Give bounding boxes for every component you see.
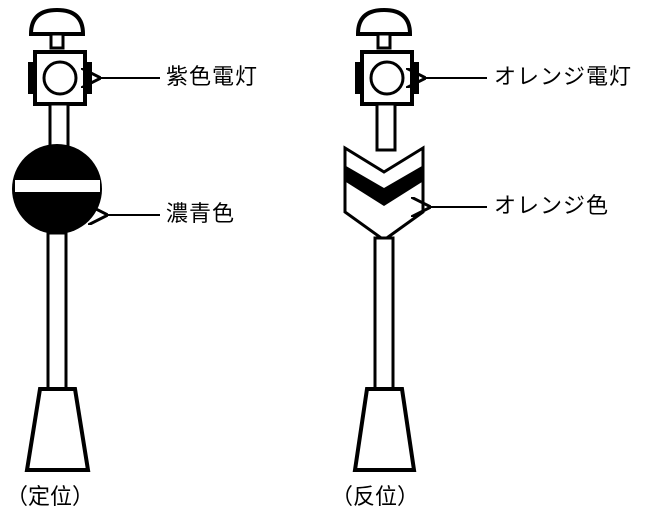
left-lamp-label: 紫色電灯	[166, 65, 259, 90]
right-dome-cap	[355, 7, 413, 36]
right-base	[352, 387, 417, 472]
left-dome-cap	[28, 7, 86, 36]
left-lamp-side-left	[28, 62, 36, 94]
left-pole-upper	[48, 102, 70, 150]
left-lamp-side-right	[84, 62, 92, 94]
right-lamp-side-right	[411, 62, 419, 94]
left-lamp-lens	[42, 60, 78, 96]
right-signal	[343, 7, 487, 472]
left-disc-label: 濃青色	[166, 202, 236, 227]
right-lamp-lens	[369, 60, 405, 96]
right-pole-lower	[373, 236, 395, 393]
right-sign-label: オレンジ色	[494, 194, 610, 219]
left-signal	[12, 7, 160, 472]
right-caption: （反位）	[331, 485, 420, 510]
left-pole-lower	[46, 231, 68, 393]
left-base	[24, 387, 91, 472]
right-lamp-label: オレンジ電灯	[494, 65, 633, 90]
right-cap-neck	[376, 32, 392, 50]
left-disc-bar	[15, 180, 100, 192]
right-lamp-side-left	[355, 62, 363, 94]
right-pole-upper	[375, 102, 397, 152]
left-caption: （定位）	[6, 485, 95, 510]
right-chevron-band	[346, 166, 422, 206]
left-cap-neck	[49, 32, 65, 50]
